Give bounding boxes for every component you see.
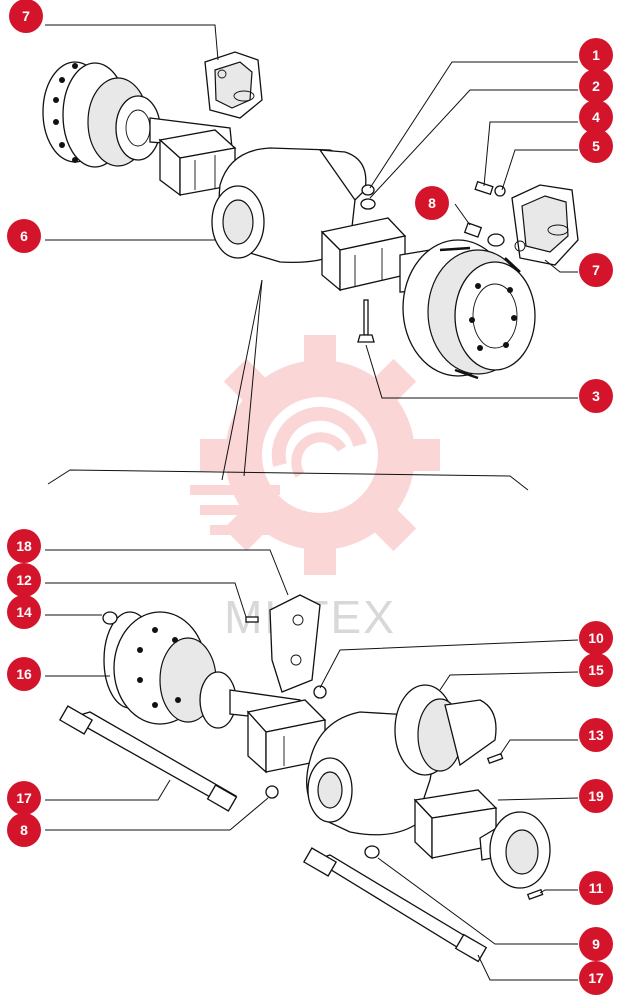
brake-caliper-right	[511, 184, 579, 266]
drive-shaft-right	[302, 847, 488, 963]
callout-19: 19	[579, 779, 613, 813]
leader-lines	[45, 24, 579, 981]
callout-label: 1	[592, 47, 600, 63]
callout-label: 10	[588, 630, 604, 646]
bottom-left-hub	[103, 611, 237, 729]
callout-15: 15	[579, 653, 613, 687]
callout-label: 7	[592, 262, 600, 278]
callout-6: 6	[7, 219, 41, 253]
brake-caliper-top-left	[204, 51, 263, 119]
zoom-indicator-lines	[47, 279, 529, 491]
bottom-fasteners	[102, 611, 544, 901]
callout-9: 9	[579, 927, 613, 961]
callout-12: 12	[7, 563, 41, 597]
callout-label: 5	[592, 138, 600, 154]
callout-label: 18	[16, 538, 32, 554]
callout-18: 18	[7, 529, 41, 563]
callout-7-top: 7	[9, 0, 43, 33]
callout-16: 16	[7, 657, 41, 691]
fastener-parts	[357, 180, 506, 343]
callout-label: 15	[588, 662, 604, 678]
callout-5: 5	[579, 129, 613, 163]
callout-label: 7	[22, 8, 30, 24]
callout-13: 13	[579, 718, 613, 752]
callout-label: 19	[588, 788, 604, 804]
callout-label: 9	[592, 936, 600, 952]
callout-4: 4	[579, 100, 613, 134]
callout-label: 17	[588, 970, 604, 986]
callout-3: 3	[579, 379, 613, 413]
callout-label: 11	[589, 880, 604, 896]
bottom-right-bracket	[413, 789, 498, 860]
bottom-differential-housing	[306, 711, 434, 836]
callout-label: 13	[588, 727, 604, 743]
callout-label: 6	[20, 228, 28, 244]
callout-label: 16	[16, 666, 32, 682]
callout-label: 8	[20, 822, 28, 838]
callout-label: 17	[16, 790, 32, 806]
differential-gear-set	[394, 684, 497, 776]
callout-8-top: 8	[415, 186, 449, 220]
right-wheel-hub	[402, 239, 536, 380]
callout-17-left: 17	[7, 781, 41, 815]
callout-label: 4	[592, 109, 600, 125]
callout-14: 14	[7, 595, 41, 629]
mount-plate	[269, 594, 321, 693]
callout-label: 2	[592, 78, 600, 94]
callout-1: 1	[579, 38, 613, 72]
axle-flange	[479, 811, 551, 889]
callout-11: 11	[579, 871, 613, 905]
callout-label: 14	[16, 604, 32, 620]
right-mount-bracket	[320, 217, 407, 292]
callout-label: 12	[16, 572, 32, 588]
top-axle-assembly	[42, 51, 579, 380]
callout-17-bottom: 17	[579, 961, 613, 995]
drive-shaft-left	[58, 705, 238, 812]
callout-8-bottom: 8	[7, 813, 41, 847]
callout-2: 2	[579, 69, 613, 103]
callout-label: 8	[428, 195, 436, 211]
callout-label: 3	[592, 388, 600, 404]
bottom-axle-assembly	[58, 594, 551, 963]
callout-7-right: 7	[579, 253, 613, 287]
left-wheel-hub	[42, 61, 161, 168]
callout-10: 10	[579, 621, 613, 655]
